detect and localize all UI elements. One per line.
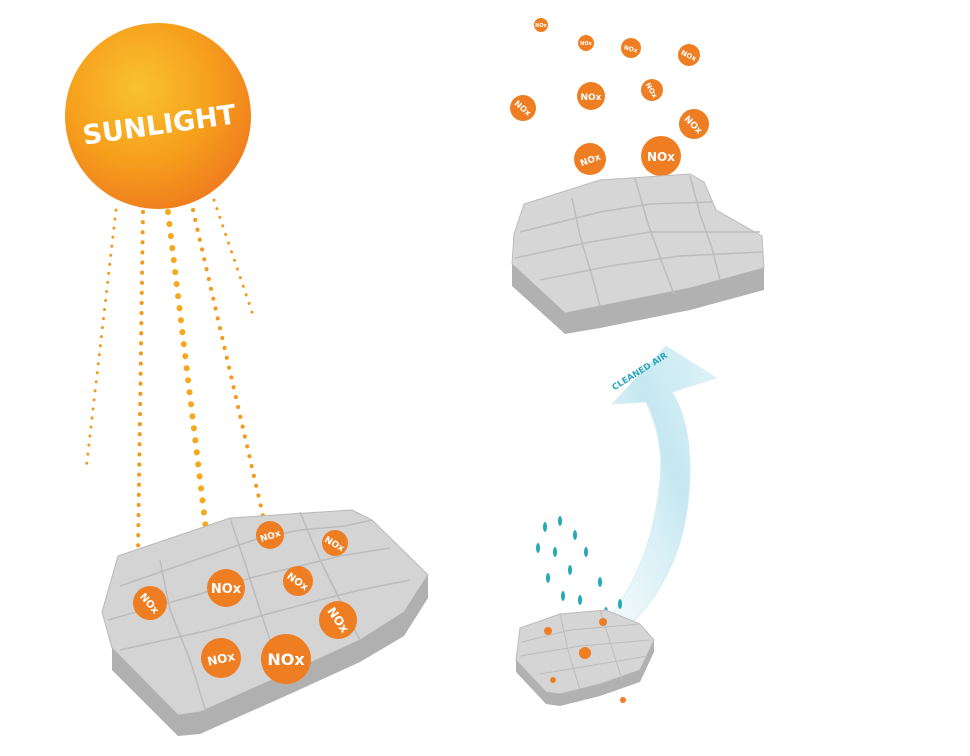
nox-particle: NOx <box>133 586 167 620</box>
svg-text:NOx: NOx <box>581 93 602 103</box>
nox-particle: NOx <box>319 601 357 639</box>
rain-drop <box>543 522 547 532</box>
sun-ray <box>165 209 216 591</box>
nox-fragment <box>550 677 556 683</box>
nox-particle: NOx <box>534 18 548 32</box>
svg-text:NOx: NOx <box>647 150 675 164</box>
rain-drop <box>553 547 557 557</box>
rain-drop <box>584 547 588 557</box>
nox-fragment <box>544 627 552 635</box>
nox-cloud: NOx NOx NOx NOx NOx NOx NOx NOx NOx NOx <box>510 18 709 176</box>
svg-text:NOx: NOx <box>623 44 638 54</box>
nox-particle: NOx <box>578 35 594 51</box>
nox-particle: NOx <box>283 566 313 596</box>
rain-drop <box>578 595 582 605</box>
nox-particle: NOx <box>621 38 641 58</box>
sun-rays <box>84 198 266 620</box>
nox-particle: NOx <box>641 79 663 101</box>
svg-text:NOx: NOx <box>206 649 237 669</box>
nox-particle: NOx <box>322 530 348 556</box>
svg-text:NOx: NOx <box>267 650 305 669</box>
rain-drop <box>573 530 577 540</box>
svg-text:NOx: NOx <box>211 582 242 597</box>
nox-fragment <box>579 647 591 659</box>
sun-ray <box>84 208 118 472</box>
nox-group-left: NOx NOx NOx NOx NOx NOx NOx NOx <box>133 521 357 684</box>
nox-particle: NOx <box>201 638 241 678</box>
nox-particle: NOx <box>574 143 606 175</box>
nox-particle: NOx <box>679 109 709 139</box>
nox-particle: NOx <box>678 44 700 66</box>
cleaned-air-arrow: CLEANED AIR <box>599 345 718 641</box>
svg-text:NOx: NOx <box>580 41 592 47</box>
nox-fragment <box>620 697 626 703</box>
nox-particle: NOx <box>577 82 605 110</box>
nox-particle: NOx <box>641 136 681 176</box>
nox-particle: NOx <box>261 634 311 684</box>
nox-fragment <box>599 618 607 626</box>
paver-field-top-right <box>511 173 765 334</box>
svg-text:NOx: NOx <box>535 23 547 29</box>
rain-drop <box>558 516 562 526</box>
sun-ray <box>191 208 266 522</box>
sun-group: SUNLIGHT <box>65 23 251 209</box>
sun-ray <box>212 198 256 320</box>
sun-icon <box>65 23 251 209</box>
nox-particle: NOx <box>256 521 284 549</box>
rain-drop <box>618 599 622 609</box>
rain-drop <box>598 577 602 587</box>
nox-particle: NOx <box>510 95 536 121</box>
sun-ray <box>135 210 145 620</box>
nox-residue <box>544 618 626 703</box>
nox-particle: NOx <box>207 569 245 607</box>
rain-drops <box>536 516 622 617</box>
rain-drop <box>546 573 550 583</box>
rain-drop <box>561 591 565 601</box>
rain-drop <box>568 565 572 575</box>
rain-drop <box>536 543 540 553</box>
